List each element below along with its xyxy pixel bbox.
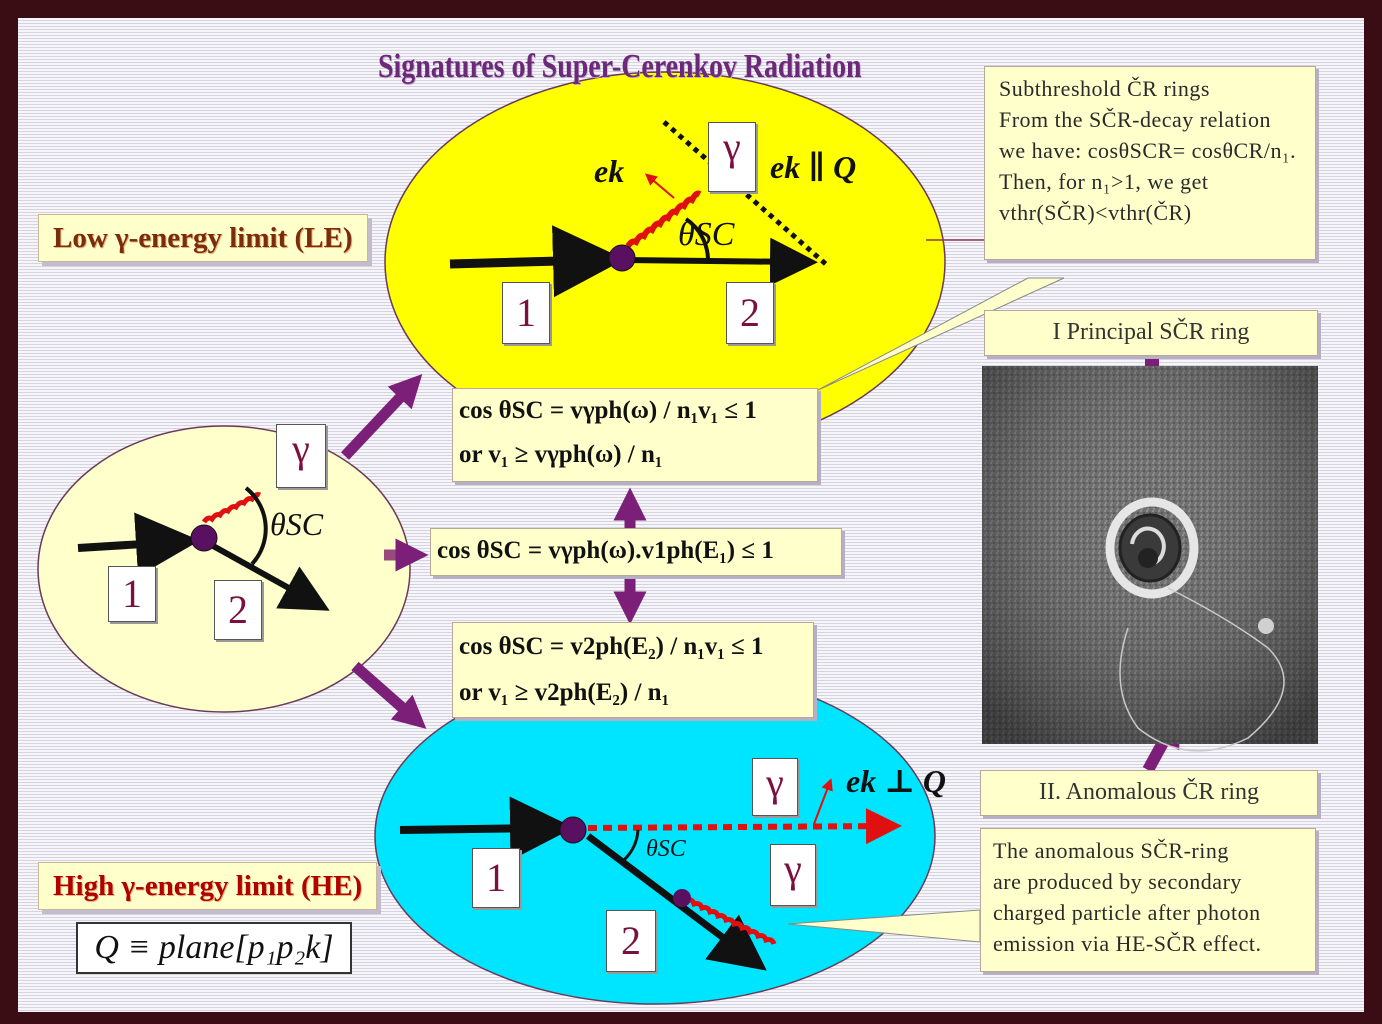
anomalous-note: The anomalous SČR-ring are produced by s… <box>980 828 1316 972</box>
callout-subthreshold <box>817 277 1065 391</box>
le-angle-arc <box>684 217 710 261</box>
formula-mid: cos θSC = vγph(ω).v1ph(E₁) ≤ 1 <box>437 537 774 564</box>
anom-line-4: emission via HE-SČR effect. <box>993 931 1262 956</box>
le-arrow-1 <box>449 225 625 298</box>
left-vertex <box>190 524 218 552</box>
diagram-canvas <box>37 71 1318 1005</box>
he-gamma-top: γ <box>752 758 798 816</box>
he-angle-arc <box>622 829 640 862</box>
formula-he-line1: cos θSC = v2ph(E₂) / n₁v₁ ≤ 1 <box>459 633 764 660</box>
he-label-2: 2 <box>606 910 656 972</box>
anom-line-1: The anomalous SČR-ring <box>993 838 1229 863</box>
ring-photograph <box>982 366 1318 752</box>
arrow-to-le <box>340 373 423 460</box>
le-gamma: γ <box>708 122 756 192</box>
le-vertex <box>608 244 636 272</box>
left-arrow-1 <box>77 512 200 577</box>
he-ek-vector <box>813 778 833 825</box>
page-title: Signatures of Super-Cerenkov Radiation <box>378 48 862 85</box>
anom-line-2: are produced by secondary <box>993 869 1242 894</box>
left-theta: θSC <box>270 506 324 542</box>
le-label: Low γ-energy limit (LE) <box>38 214 368 262</box>
arrow-to-he <box>351 661 427 729</box>
he-photon <box>685 897 777 945</box>
left-angle-arc <box>244 486 268 566</box>
note-line-1: Subthreshold ČR rings <box>999 76 1210 101</box>
le-label-2: 2 <box>726 282 774 344</box>
he-theta: θSC <box>646 836 686 862</box>
left-label-2: 2 <box>214 580 262 640</box>
he-dashed-photon <box>587 808 902 845</box>
he-gamma-bottom: γ <box>770 844 816 906</box>
note-line-5: vthr(SČR)<vthr(ČR) <box>999 200 1192 225</box>
subthreshold-note: Subthreshold ČR rings From the SČR-decay… <box>984 66 1316 260</box>
left-arrow-2 <box>204 539 330 611</box>
left-photon <box>201 492 262 524</box>
he-ek-perp: ek ⊥ Q <box>846 763 947 799</box>
he-secondary-vertex <box>673 889 691 907</box>
formula-le-line2: or v₁ ≥ vγph(ω) / n₁ <box>459 441 663 468</box>
note-line-2: From the SČR-decay relation <box>999 107 1271 132</box>
formula-box-he: cos θSC = v2ph(E₂) / n₁v₁ ≤ 1 or v₁ ≥ v2… <box>452 622 814 718</box>
he-label-1: 1 <box>472 848 520 908</box>
principal-ring-caption: I Principal SČR ring <box>984 310 1318 356</box>
le-ek-vector <box>644 173 675 199</box>
formula-box-mid: cos θSC = vγph(ω).v1ph(E₁) ≤ 1 <box>430 528 842 576</box>
anom-line-3: charged particle after photon <box>993 900 1261 925</box>
he-label: High γ-energy limit (HE) <box>38 862 378 910</box>
left-label-1: 1 <box>108 566 156 622</box>
formula-le-line1: cos θSC = vγph(ω) / n₁v₁ ≤ 1 <box>459 397 757 424</box>
le-arrow-2 <box>627 237 818 286</box>
le-ek: ek ∥ Q <box>594 153 634 189</box>
he-vertex <box>559 816 587 844</box>
slide: Signatures of Super-Cerenkov Radiation L… <box>18 18 1364 1012</box>
he-arrow-1 <box>399 796 574 861</box>
he-arrow-2 <box>585 833 767 971</box>
note-line-3: we have: cosθSCR= cosθCR/n₁. <box>999 138 1297 163</box>
note-line-4: Then, for n₁>1, we get <box>999 169 1209 194</box>
le-ek-parallel: ek ∥ Q <box>770 149 857 185</box>
q-definition: Q ≡ plane[p₁p₂k] <box>76 922 352 974</box>
le-label-1: 1 <box>502 282 550 344</box>
le-theta: θSC <box>678 216 735 253</box>
formula-box-le: cos θSC = vγph(ω) / n₁v₁ ≤ 1 or v₁ ≥ vγp… <box>452 388 818 482</box>
le-photon <box>625 190 702 248</box>
formula-he-line2: or v₁ ≥ v2ph(E₂) / n₁ <box>459 679 670 706</box>
anomalous-ring-caption: II. Anomalous ČR ring <box>980 770 1318 816</box>
left-gamma: γ <box>276 424 326 488</box>
